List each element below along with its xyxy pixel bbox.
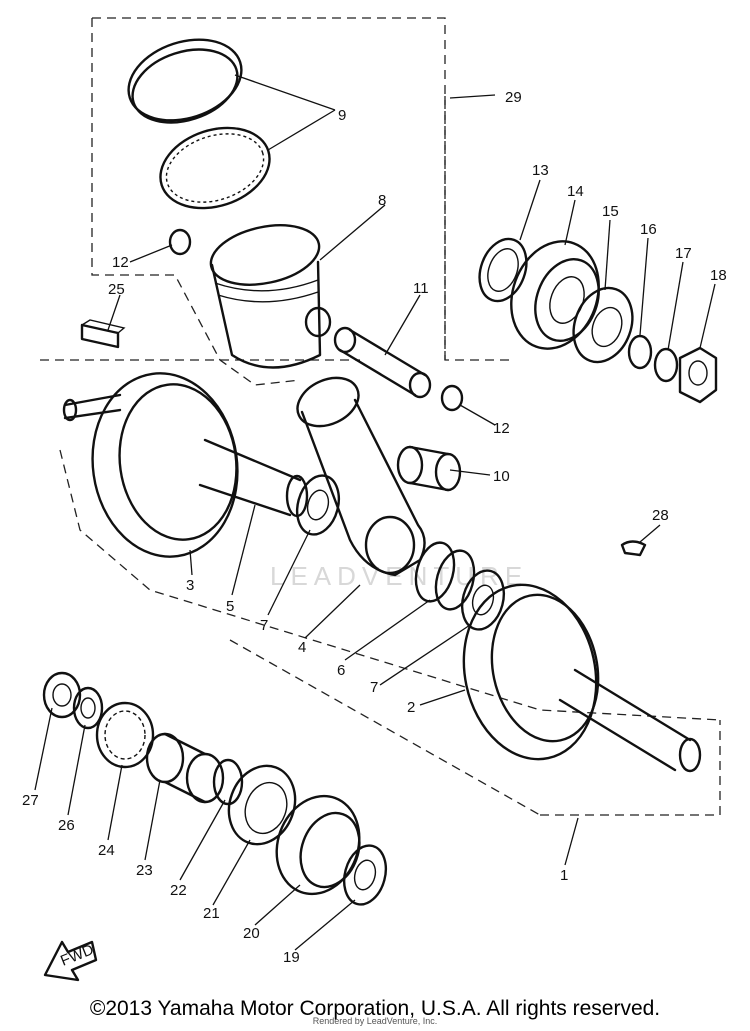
- part-primary-gear-24[interactable]: [95, 701, 155, 769]
- callout-28[interactable]: 28: [652, 507, 669, 524]
- callout-leader-lines: [34, 74, 716, 951]
- fwd-arrow-icon: FWD: [43, 940, 98, 982]
- part-nut-18[interactable]: [678, 346, 718, 404]
- callout-7-lower[interactable]: 7: [370, 679, 378, 696]
- callout-5[interactable]: 5: [226, 598, 234, 615]
- part-piston-pin[interactable]: [333, 326, 432, 399]
- callout-4[interactable]: 4: [298, 639, 306, 656]
- callout-8[interactable]: 8: [378, 192, 386, 209]
- part-crank-pin[interactable]: [198, 438, 309, 518]
- part-oil-seal-right[interactable]: [471, 232, 534, 307]
- rendered-by-note: Rendered by LeadVenture, Inc.: [312, 1016, 438, 1026]
- part-shim-19[interactable]: [338, 841, 392, 909]
- callout-12-right[interactable]: 12: [493, 420, 510, 437]
- part-big-end-bearing[interactable]: [410, 538, 480, 613]
- part-spacer-27[interactable]: [42, 671, 82, 719]
- callout-7-upper[interactable]: 7: [260, 617, 268, 634]
- part-piston-pin-clip-right[interactable]: [440, 384, 464, 412]
- part-piston-pin-clip-left[interactable]: [168, 228, 192, 256]
- callout-27[interactable]: 27: [22, 792, 39, 809]
- part-circlip-22[interactable]: [212, 758, 244, 806]
- part-small-end-bearing[interactable]: [396, 445, 462, 492]
- callout-14[interactable]: 14: [567, 183, 584, 200]
- callout-3[interactable]: 3: [186, 577, 194, 594]
- part-spacer-23[interactable]: [145, 732, 225, 804]
- callout-20[interactable]: 20: [243, 925, 260, 942]
- part-bearing-right[interactable]: [497, 229, 614, 361]
- part-crank-right[interactable]: [448, 572, 702, 773]
- callout-26[interactable]: 26: [58, 817, 75, 834]
- callout-13[interactable]: 13: [532, 162, 549, 179]
- part-lock-washer-17[interactable]: [653, 347, 679, 383]
- part-woodruff-key-right[interactable]: [620, 540, 647, 557]
- part-connecting-rod[interactable]: [290, 369, 426, 577]
- callout-22[interactable]: 22: [170, 882, 187, 899]
- callout-2[interactable]: 2: [407, 699, 415, 716]
- callout-15[interactable]: 15: [602, 203, 619, 220]
- callout-16[interactable]: 16: [640, 221, 657, 238]
- callout-19[interactable]: 19: [283, 949, 300, 966]
- callout-9[interactable]: 9: [338, 107, 346, 124]
- part-crank-left[interactable]: [62, 364, 249, 566]
- part-washer-26[interactable]: [72, 686, 104, 730]
- part-piston-rings[interactable]: [118, 26, 280, 222]
- part-collar-bearing[interactable]: [564, 280, 643, 371]
- watermark-text: LEADVENTURE: [270, 561, 528, 591]
- callout-11[interactable]: 11: [413, 280, 429, 297]
- callout-1[interactable]: 1: [560, 867, 568, 884]
- callout-10[interactable]: 10: [493, 468, 510, 485]
- callout-25[interactable]: 25: [108, 281, 125, 298]
- callout-21[interactable]: 21: [203, 905, 220, 922]
- callout-24[interactable]: 24: [98, 842, 115, 859]
- callout-6[interactable]: 6: [337, 662, 345, 679]
- assembly-boundary-lines: [40, 17, 721, 816]
- part-thrust-washer-lower[interactable]: [456, 566, 510, 634]
- callout-23[interactable]: 23: [136, 862, 153, 879]
- part-woodruff-key-left[interactable]: [80, 319, 126, 349]
- part-washer-16[interactable]: [627, 334, 653, 370]
- callout-numbers: 9 29 8 12 25 11 12 10 13 14 15 16 17 18 …: [22, 89, 727, 966]
- copyright-notice: ©2013 Yamaha Motor Corporation, U.S.A. A…: [89, 997, 661, 1020]
- part-oil-seal-21[interactable]: [218, 756, 306, 853]
- part-piston[interactable]: [205, 216, 332, 369]
- callout-18[interactable]: 18: [710, 267, 727, 284]
- callout-12-left[interactable]: 12: [112, 254, 129, 271]
- callout-17[interactable]: 17: [675, 245, 692, 262]
- callout-29[interactable]: 29: [505, 89, 522, 106]
- part-bearing-20[interactable]: [263, 784, 372, 905]
